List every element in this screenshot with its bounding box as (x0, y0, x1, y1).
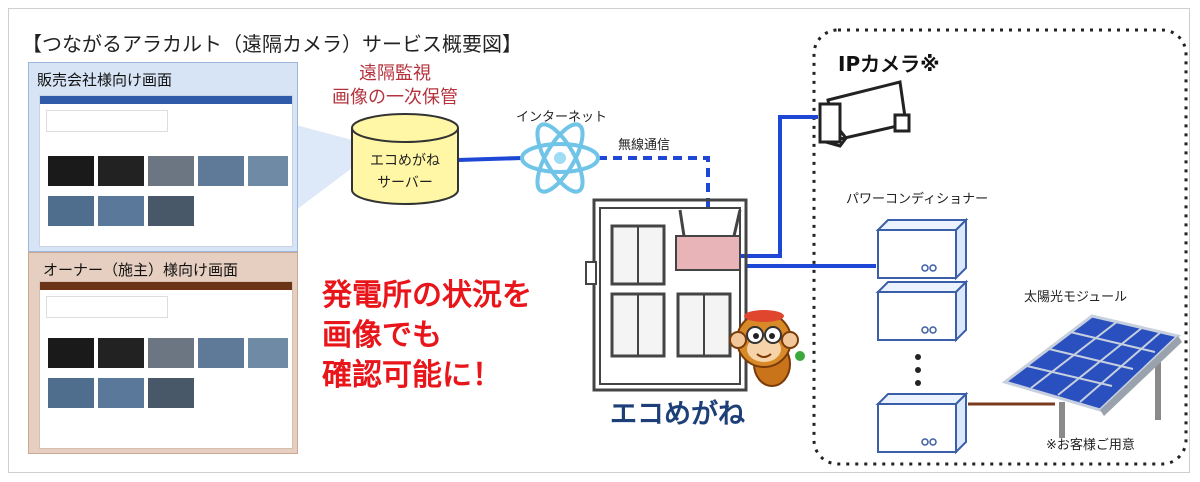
owner-screen-panel: オーナー（施主）様向け画面 (28, 252, 298, 454)
storage-label-line-2: 画像の一次保管 (310, 86, 480, 110)
callout-line-1: 発電所の状況を (322, 276, 532, 316)
server-label-line-2: サーバー (350, 172, 460, 194)
router-camera-line (740, 117, 818, 256)
ip-camera-label: IPカメラ※ (838, 48, 940, 77)
storage-label-line-1: 遠隔監視 (310, 62, 480, 86)
power-conditioner-box-1 (878, 220, 966, 278)
ellipsis-dots (915, 354, 921, 386)
sales-screen-panel: 販売会社様向け画面 (28, 62, 298, 252)
callout-line-2: 画像でも (322, 316, 532, 356)
user-provided-note: ※お客様ご用意 (1046, 434, 1135, 453)
solar-module-label: 太陽光モジュール (1024, 286, 1127, 305)
cabinet-icon (586, 200, 746, 390)
power-conditioner-label: パワーコンディショナー (846, 188, 988, 207)
internet-globe-icon (522, 118, 598, 198)
callout-text: 発電所の状況を 画像でも 確認可能に！ (322, 276, 532, 396)
owner-screen-thumbnail (39, 281, 293, 449)
screen-callout-pointer (296, 125, 352, 210)
callout-line-3: 確認可能に！ (322, 356, 532, 396)
sales-screen-thumbnail (39, 95, 293, 247)
power-conditioner-box-3 (878, 394, 966, 452)
brand-label: エコめがね (610, 392, 745, 431)
server-label: エコめがね サーバー (350, 150, 460, 194)
mascot-monkey-icon (730, 310, 805, 386)
internet-label: インターネット (516, 106, 607, 125)
owner-screen-label: オーナー（施主）様向け画面 (43, 259, 238, 280)
camera-icon (820, 82, 909, 146)
power-conditioner-box-2 (878, 282, 966, 340)
sales-screen-label: 販売会社様向け画面 (37, 69, 172, 90)
wireless-label: 無線通信 (618, 134, 670, 153)
solar-panel-icon (1005, 316, 1182, 438)
server-label-line-1: エコめがね (350, 150, 460, 172)
server-internet-line (458, 158, 522, 160)
storage-label: 遠隔監視 画像の一次保管 (310, 62, 480, 110)
